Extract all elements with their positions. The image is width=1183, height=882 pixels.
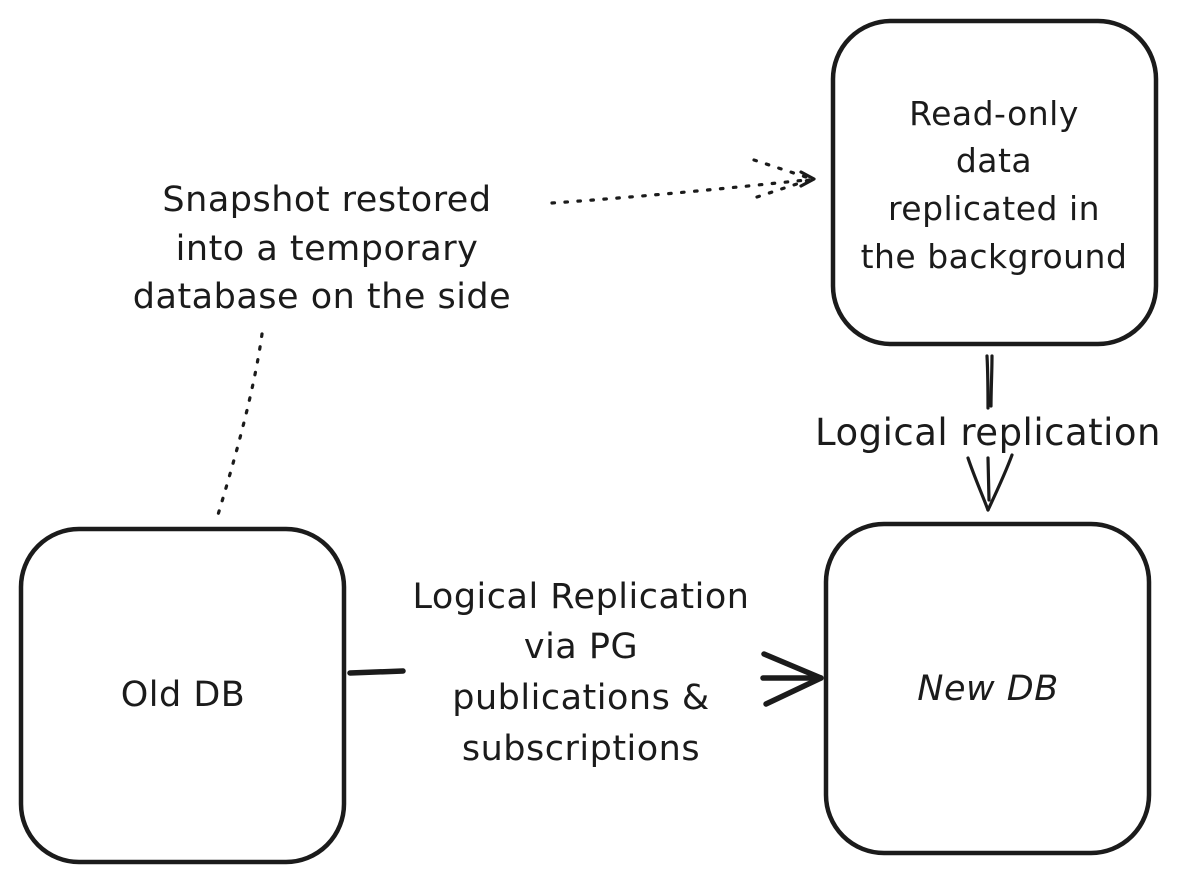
- solid-arrowhead-upper: [761, 651, 824, 681]
- horizontal-edge-label-line1: Logical Replication: [413, 577, 750, 617]
- horizontal-edge-label-line4: subscriptions: [462, 729, 700, 769]
- old-db-label: Old DB: [121, 675, 246, 715]
- readonly-node: Read-only data replicated in the backgro…: [830, 18, 1159, 347]
- edge-old-db-to-new-db: [347, 651, 824, 707]
- readonly-box: [830, 18, 1159, 347]
- vertical-arrow-shaft-lower: [986, 456, 991, 502]
- snapshot-note-line3: database on the side: [133, 277, 511, 317]
- snapshot-note: Snapshot restored into a temporary datab…: [133, 180, 511, 317]
- vertical-edge-label: Logical replication: [815, 411, 1161, 454]
- readonly-label-line3: replicated in: [888, 189, 1100, 228]
- snapshot-note-line2: into a temporary: [176, 229, 479, 269]
- readonly-label-line4: the background: [861, 237, 1128, 276]
- old-db-box: [18, 526, 347, 865]
- dotted-arrowhead-upper: [752, 158, 814, 181]
- vertical-arrow-shaft-a: [985, 354, 990, 410]
- horizontal-edge-label: Logical Replication via PG publications …: [413, 577, 750, 769]
- vertical-arrowhead-right: [986, 453, 1014, 512]
- vertical-arrow-shaft-b: [989, 354, 994, 408]
- new-db-label: New DB: [917, 669, 1058, 709]
- readonly-label-line2: data: [956, 141, 1032, 180]
- dotted-arrowhead-lower: [755, 177, 814, 199]
- dotted-arrowhead-tip: [799, 170, 816, 188]
- snapshot-note-line1: Snapshot restored: [162, 180, 491, 220]
- dotted-arrow-shaft: [550, 178, 808, 205]
- new-db-box: [823, 521, 1152, 856]
- horizontal-edge-label-line2: via PG: [524, 627, 638, 667]
- vertical-arrowhead-left: [966, 456, 990, 512]
- horizontal-edge-label-line3: publications &: [452, 678, 709, 718]
- readonly-label-line1: Read-only: [909, 94, 1079, 133]
- new-db-node: New DB: [823, 521, 1152, 856]
- edge-readonly-box-to-new-db: [966, 354, 1014, 512]
- solid-arrow-stub: [347, 668, 406, 676]
- edge-snapshot-note-to-old-db: [215, 332, 264, 520]
- old-db-node: Old DB: [18, 526, 347, 865]
- edge-snapshot-note-to-readonly-box: [550, 158, 816, 205]
- solid-arrowhead-lower: [763, 675, 824, 707]
